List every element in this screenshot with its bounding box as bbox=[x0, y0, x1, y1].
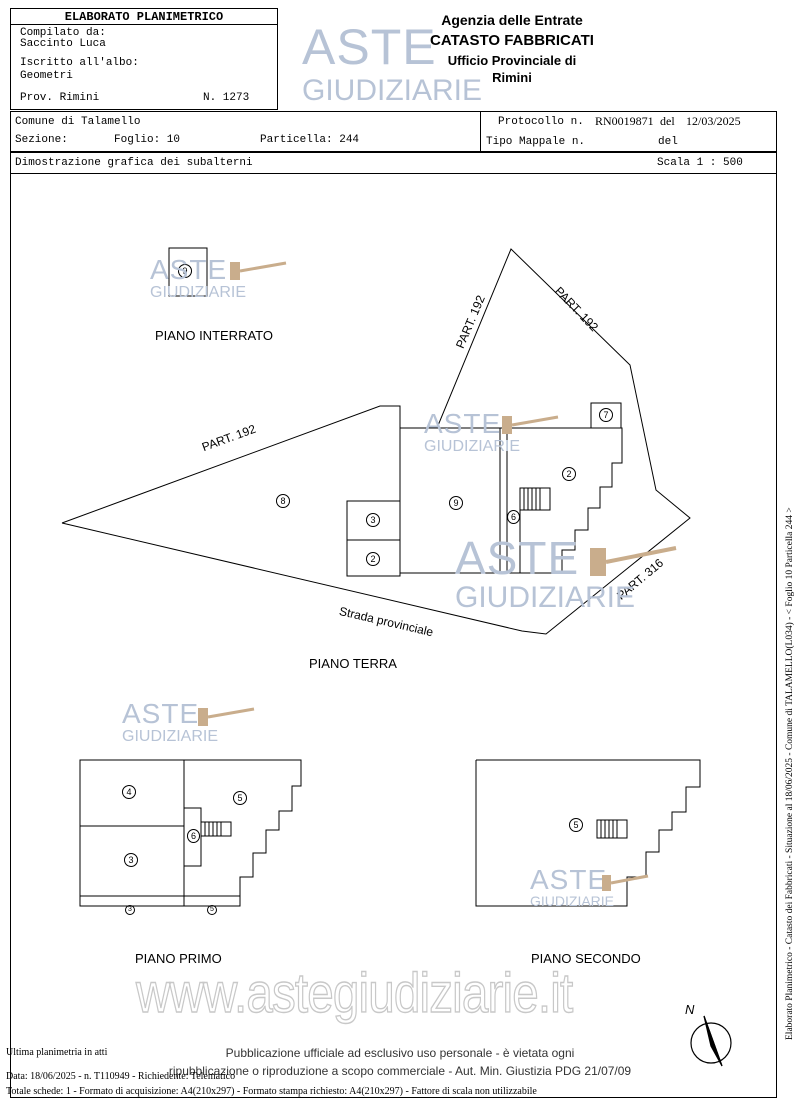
sub-terra-2a: 2 bbox=[366, 552, 380, 566]
sub-terra-7: 7 bbox=[599, 408, 613, 422]
gavel-icon bbox=[590, 546, 677, 576]
numero-label: N. 1273 bbox=[203, 92, 250, 104]
secondo-room-5 bbox=[475, 759, 701, 907]
gavel-icon bbox=[198, 707, 255, 726]
sub-secondo-5: 5 bbox=[569, 818, 583, 832]
sub-primo-5: 5 bbox=[233, 791, 247, 805]
iscritto-value: Geometri bbox=[20, 70, 73, 82]
prov-label: Prov. Rimini bbox=[20, 92, 100, 104]
url-watermark: www.astegiudiziarie.it bbox=[135, 960, 573, 1024]
sezione-label: Sezione: bbox=[15, 134, 68, 146]
north-arrow bbox=[690, 1015, 732, 1067]
primo-room-6 bbox=[183, 807, 202, 867]
sub-primo-3: 3 bbox=[124, 853, 138, 867]
sub-terra-9: 9 bbox=[449, 496, 463, 510]
sub-primo-3b: 3 bbox=[125, 905, 135, 915]
label-piano-secondo: PIANO SECONDO bbox=[531, 951, 641, 966]
compilato-value: Saccinto Luca bbox=[20, 38, 106, 50]
secondo-stairs bbox=[596, 819, 628, 839]
dimostrazione-label: Dimostrazione grafica dei subalterni bbox=[15, 157, 253, 169]
interrato-room bbox=[168, 247, 208, 297]
label-piano-terra: PIANO TERRA bbox=[309, 656, 397, 671]
protocollo-label: Protocollo n. bbox=[498, 116, 584, 128]
wm-aste-5: ASTE bbox=[530, 864, 608, 895]
compilato-label: Compilato da: bbox=[20, 27, 106, 39]
tipo-del-label: del bbox=[658, 136, 678, 148]
footer-data-line: Data: 18/06/2025 - n. T110949 - Richiede… bbox=[6, 1071, 236, 1082]
header-watermark-aste: ASTE bbox=[302, 19, 437, 75]
agency-line2: CATASTO FABBRICATI bbox=[430, 32, 594, 49]
terra-stepped-2 bbox=[500, 427, 623, 574]
wm-aste-2: ASTE bbox=[424, 408, 502, 439]
sub-terra-6: 6 bbox=[507, 510, 520, 524]
protocollo-date: 12/03/2025 bbox=[686, 114, 741, 128]
header-watermark-giudiziarie: GIUDIZIARIE bbox=[302, 74, 483, 107]
sub-primo-6: 6 bbox=[187, 829, 200, 843]
header-title-box bbox=[10, 8, 278, 25]
comune-label: Comune di Talamello bbox=[15, 116, 141, 128]
protocollo-del: del bbox=[660, 114, 675, 128]
sub-terra-8: 8 bbox=[276, 494, 290, 508]
footer-totale-line: Totale schede: 1 - Formato di acquisizio… bbox=[6, 1086, 537, 1097]
footer-ultima: Ultima planimetria in atti bbox=[6, 1047, 108, 1058]
wm-giud-5: GIUDIZIARIE bbox=[530, 893, 615, 909]
sub-terra-2b: 2 bbox=[562, 467, 576, 481]
sub-primo-4: 4 bbox=[122, 785, 136, 799]
pubblicazione-line2: ripubblicazione o riproduzione a scopo c… bbox=[168, 1064, 632, 1078]
wm-aste-4: ASTE bbox=[122, 698, 200, 729]
terra-room-7 bbox=[590, 402, 622, 429]
iscritto-label: Iscritto all'albo: bbox=[20, 57, 139, 69]
wm-giud-3: GIUDIZIARIE bbox=[455, 581, 636, 614]
terra-stairs bbox=[519, 487, 551, 511]
sub-terra-3: 3 bbox=[366, 513, 380, 527]
label-piano-primo: PIANO PRIMO bbox=[135, 951, 222, 966]
agency-line1: Agenzia delle Entrate bbox=[441, 12, 583, 28]
label-piano-interrato: PIANO INTERRATO bbox=[155, 328, 273, 343]
north-label: N bbox=[685, 1002, 695, 1017]
gavel-icon bbox=[502, 415, 559, 434]
side-vertical-text: Elaborato Planimetrico - Catasto dei Fab… bbox=[785, 507, 795, 1040]
agency-line4: Rimini bbox=[492, 70, 532, 85]
info-right-box bbox=[480, 111, 777, 152]
tipo-mappale-label: Tipo Mappale n. bbox=[486, 136, 586, 148]
wm-giud-4: GIUDIZIARIE bbox=[122, 728, 219, 745]
primo-room-5 bbox=[183, 759, 302, 907]
wm-giud-1: GIUDIZIARIE bbox=[150, 284, 247, 301]
particella-label: Particella: 244 bbox=[260, 134, 360, 146]
pubblicazione-line1: Pubblicazione ufficiale ad esclusivo uso… bbox=[225, 1046, 575, 1060]
wm-aste-3: ASTE bbox=[455, 532, 580, 584]
terra-lot-outline bbox=[61, 248, 691, 635]
gavel-icon bbox=[230, 261, 287, 280]
wm-aste-1: ASTE bbox=[150, 254, 228, 285]
agency-line3: Ufficio Provinciale di bbox=[447, 53, 577, 68]
scala-label: Scala 1 : 500 bbox=[657, 157, 743, 169]
sub-primo-5b: 5 bbox=[207, 905, 217, 915]
wm-giud-2: GIUDIZIARIE bbox=[424, 438, 521, 455]
protocollo-value: RN0019871 bbox=[595, 114, 654, 128]
sub-interrato-9: 9 bbox=[178, 264, 192, 278]
gavel-icon bbox=[602, 874, 649, 891]
foglio-label: Foglio: 10 bbox=[114, 134, 181, 146]
terra-room-2 bbox=[346, 539, 401, 577]
drawing-frame bbox=[10, 173, 777, 1098]
header-title: ELABORATO PLANIMETRICO bbox=[64, 10, 224, 24]
